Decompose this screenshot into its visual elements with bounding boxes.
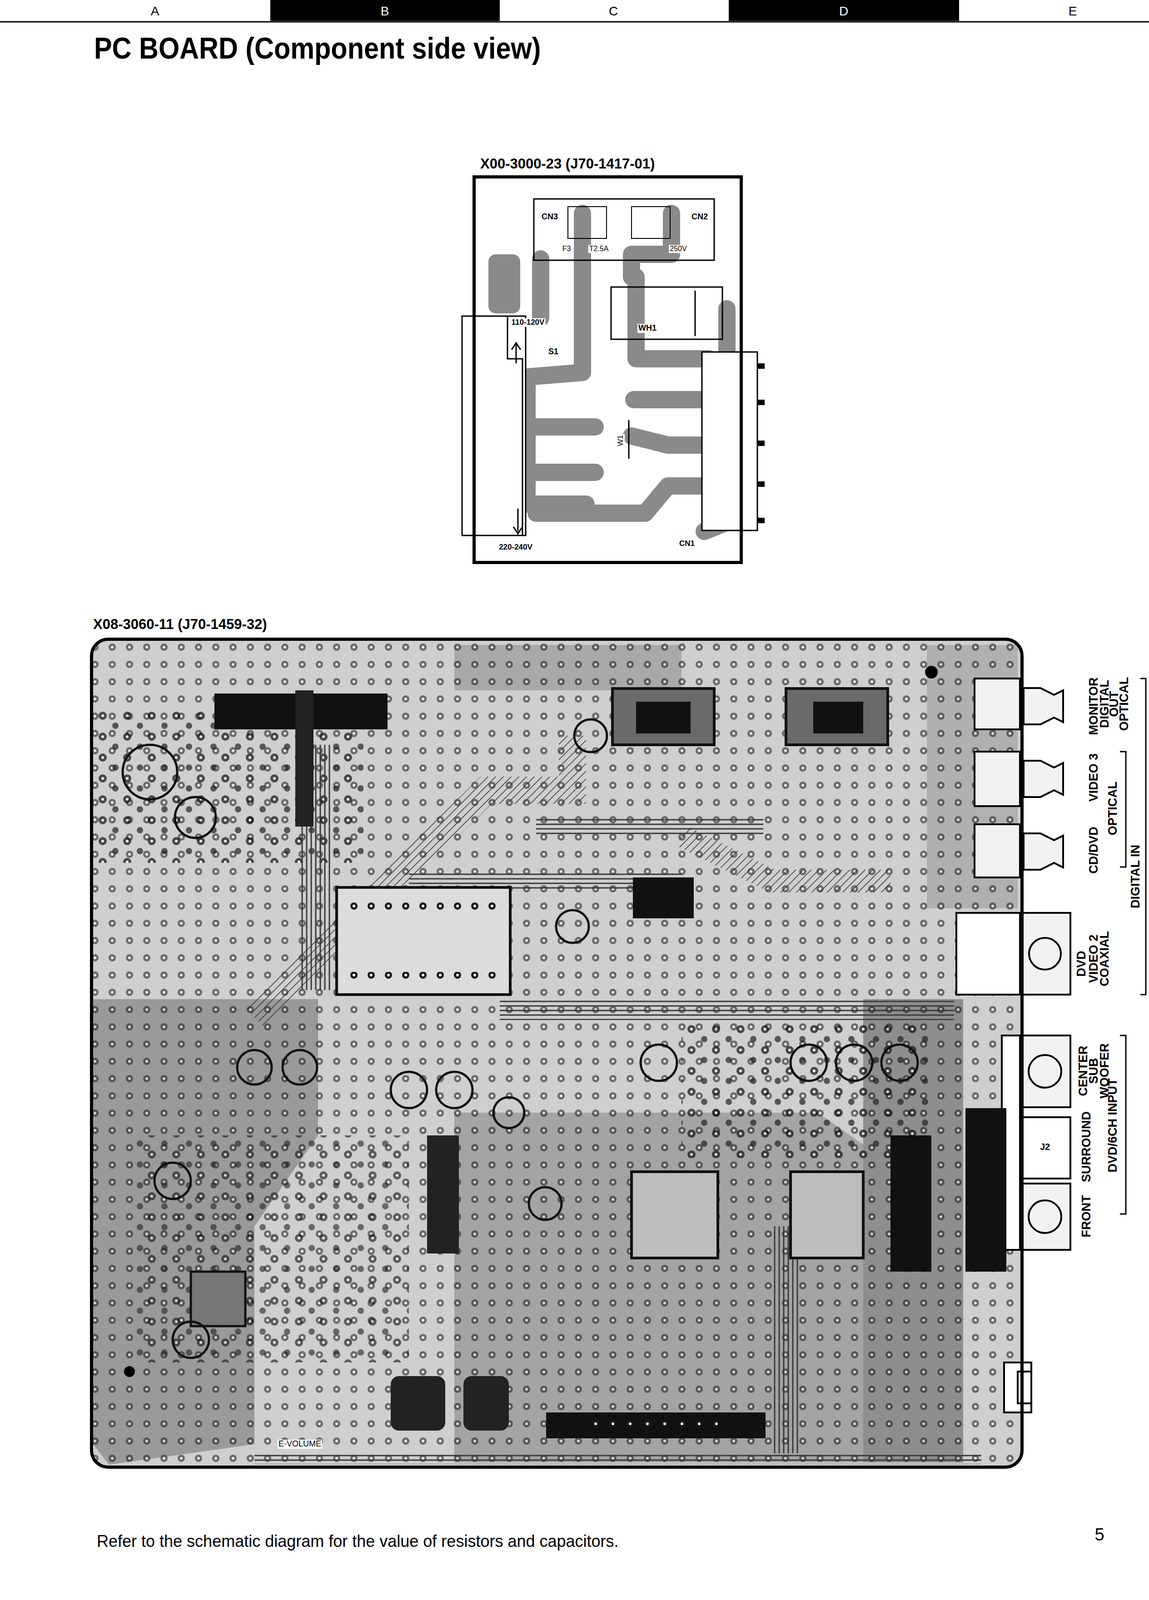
- jack-label: CD/DVD: [1087, 826, 1101, 875]
- jack-label: VIDEO 3: [1087, 753, 1101, 803]
- part-label: F3: [561, 244, 573, 254]
- jack-label: DIGITAL IN: [1129, 845, 1143, 909]
- part-label: 110-120V: [510, 318, 546, 328]
- grid-letter: A: [150, 4, 160, 19]
- jack-label: DVD: [1074, 950, 1089, 977]
- grid-letter: D: [839, 4, 849, 19]
- part-label: T2.5A: [588, 244, 610, 254]
- grid-letter: C: [608, 4, 618, 19]
- part-label: 250V: [668, 244, 688, 254]
- jack-label: FRONT: [1079, 1195, 1094, 1239]
- pcb-board: X00-3000-23 (J70-1417-01): [472, 175, 743, 565]
- grid-letter: B: [380, 4, 390, 19]
- jack-label: OPTICAL: [1117, 677, 1132, 732]
- part-label: CN1: [678, 539, 696, 549]
- main-board-art: [89, 637, 1146, 1470]
- jack-label: COAXIAL: [1098, 931, 1112, 987]
- pcb-board: X08-3060-11 (J70-1459-32): [89, 637, 1024, 1470]
- part-label: WH1: [637, 323, 658, 334]
- part-label: 220-240V: [497, 543, 534, 553]
- jack-label: OPTICAL: [1106, 781, 1120, 836]
- jack-label: W1: [616, 434, 625, 448]
- board-part-number: X08-3060-11 (J70-1459-32): [93, 616, 268, 633]
- part-label: CN2: [690, 212, 709, 222]
- page-title: PC BOARD (Component side view): [94, 31, 541, 65]
- board-part-number: X00-3000-23 (J70-1417-01): [480, 155, 655, 173]
- jack-label: SURROUND: [1079, 1111, 1094, 1183]
- part-label: E-VOLUME: [277, 1440, 323, 1450]
- part-label: CN3: [540, 212, 559, 222]
- power-board-art: [462, 198, 765, 536]
- part-label: J2: [1039, 1142, 1051, 1153]
- jack-label: DVD/6CH INPUT: [1106, 1078, 1120, 1173]
- part-label: 5: [1094, 1526, 1105, 1546]
- grid-letter: E: [1068, 4, 1078, 19]
- page-caption: Refer to the schematic diagram for the v…: [96, 1532, 619, 1552]
- part-label: S1: [547, 347, 560, 357]
